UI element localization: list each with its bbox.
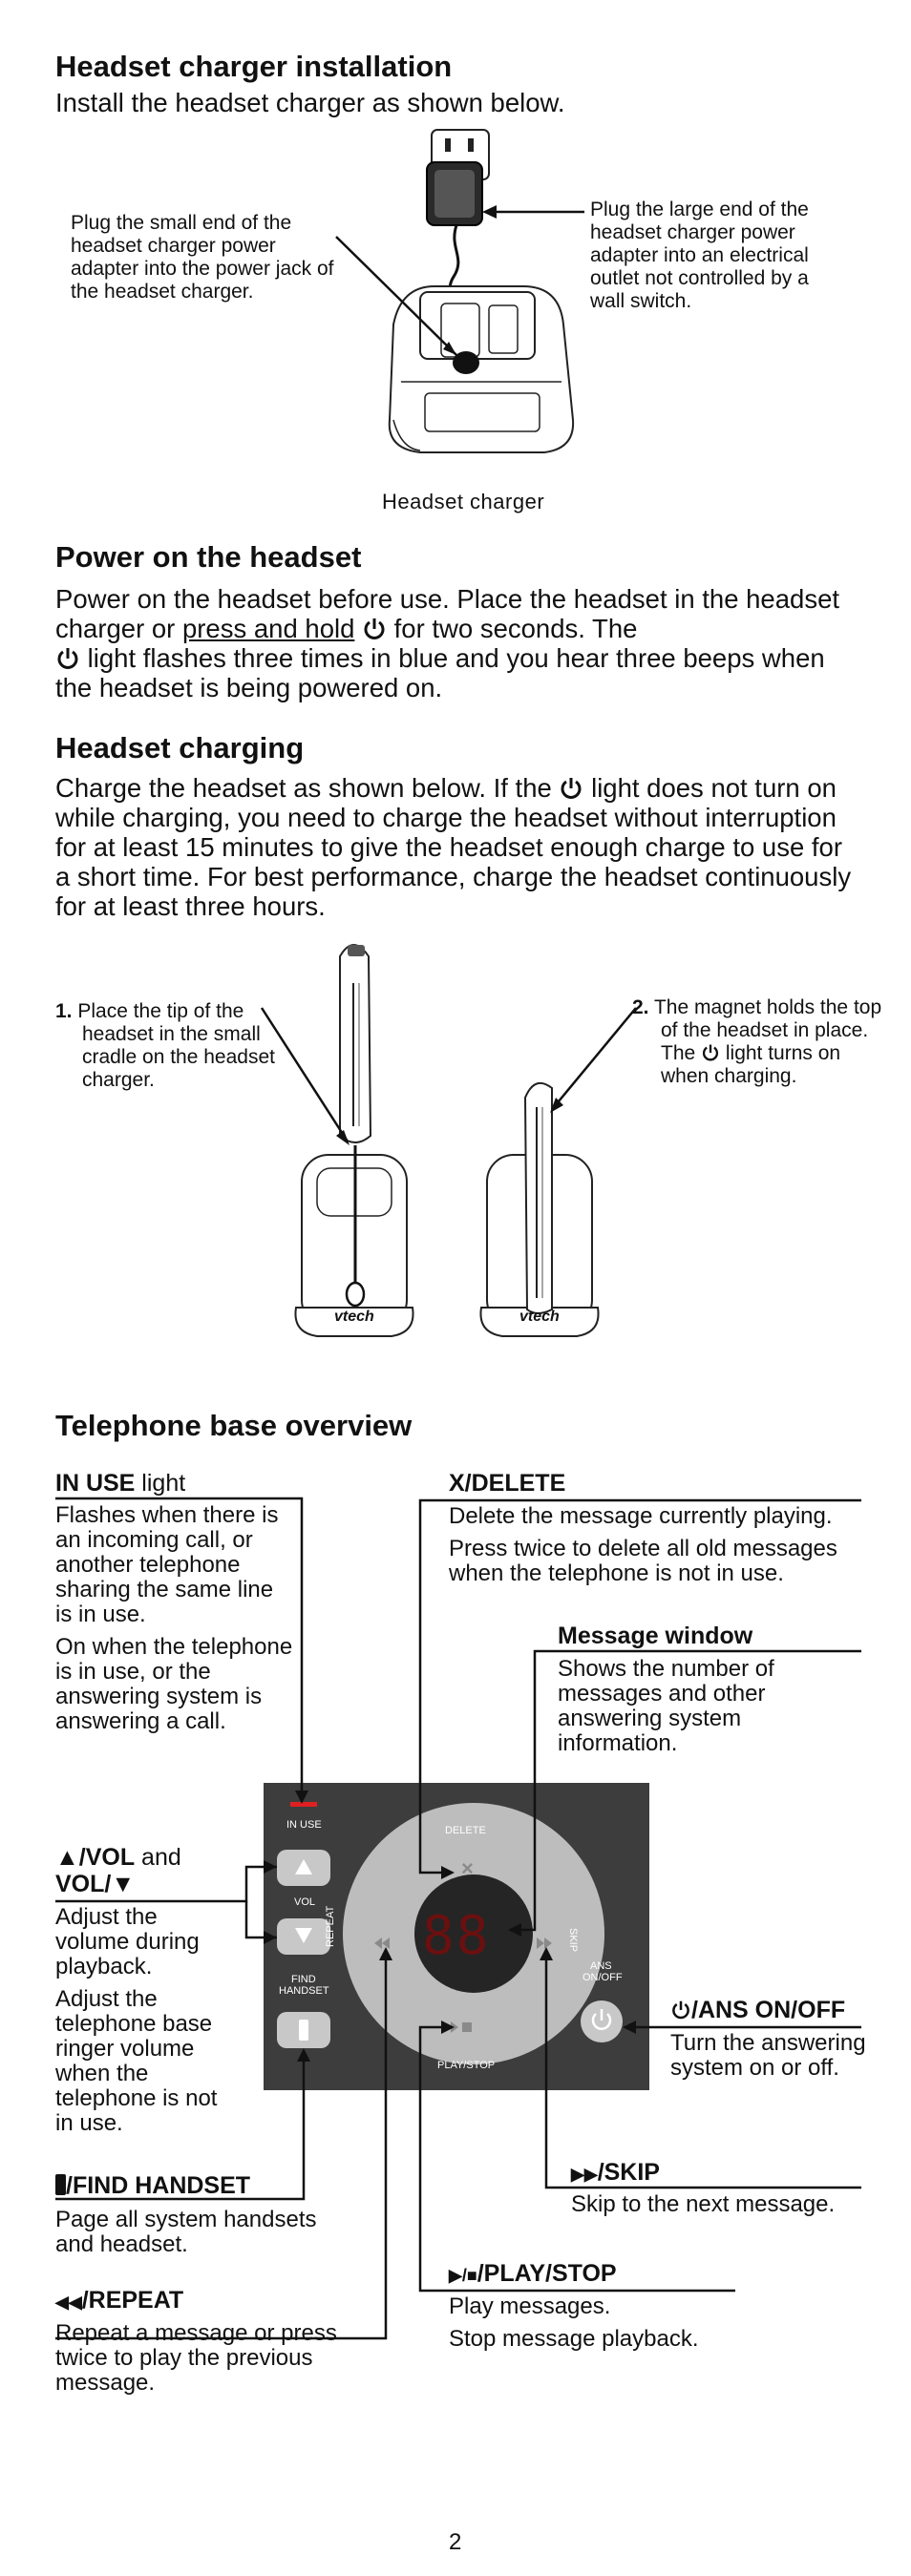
telephone-base-illustration: × <box>55 1497 861 2340</box>
power-on-text-c: light flashes three times in blue and yo… <box>55 643 825 702</box>
ans-onoff-title: /ANS ON/OFF <box>670 1997 845 2023</box>
power-icon <box>702 1044 719 1061</box>
power-icon <box>57 648 78 669</box>
press-and-hold-text: press and hold <box>181 614 355 643</box>
charging-text-a: Charge the headset as shown below. If th… <box>55 773 560 803</box>
message-window-p1: Shows the number of messages and other a… <box>558 1656 774 1756</box>
delete-title: X/DELETE <box>449 1470 566 1497</box>
repeat-title-text: /REPEAT <box>81 2287 184 2314</box>
step-2-text-b: light turns on when charging. <box>661 1042 841 1087</box>
in-use-title-bold: IN USE <box>55 1470 136 1497</box>
power-icon <box>672 2000 689 2020</box>
ans-onoff-p1: Turn the answering system on or off. <box>670 2030 866 2081</box>
ans-onoff-description: Turn the answering system on or off. <box>670 2031 871 2088</box>
delete-p2: Press twice to delete all old messages w… <box>449 1536 837 1586</box>
play-stop-p2: Stop message playback. <box>449 2326 699 2352</box>
find-handset-description: Page all system handsets and headset. <box>55 2208 342 2265</box>
play-stop-title-text: /PLAY/STOP <box>477 2260 617 2287</box>
step-1-number: 1. <box>55 1000 73 1022</box>
power-on-text: Power on the headset before use. Place t… <box>55 584 858 702</box>
charging-text-b: light does not turn on while charging, y… <box>55 773 852 921</box>
in-use-p2: On when the telephone is in use, or the … <box>55 1634 293 1734</box>
step-2-text-a: The magnet holds the top of the headset … <box>653 996 882 1064</box>
message-window-description: Shows the number of messages and other a… <box>558 1657 844 1764</box>
base-label-handset: HANDSET <box>279 1985 329 1997</box>
in-use-description: Flashes when there is an incoming call, … <box>55 1503 294 1742</box>
fast-forward-icon: ▶▶ <box>571 2165 598 2184</box>
vtech-logo-left: vtech <box>334 1309 374 1325</box>
vol-title-a: /VOL <box>78 1844 136 1871</box>
find-handset-title: /FIND HANDSET <box>55 2172 250 2199</box>
rewind-icon: ◀◀ <box>55 2293 82 2312</box>
play-stop-title: ▶/■/PLAY/STOP <box>449 2260 617 2289</box>
find-handset-title-text: /FIND HANDSET <box>66 2172 251 2199</box>
base-label-ans: ANS <box>590 1960 612 1972</box>
charger-installation-illustration <box>335 129 584 453</box>
section-heading-charger-installation: Headset charger installation <box>55 50 453 83</box>
find-handset-p1: Page all system handsets and headset. <box>55 2207 317 2257</box>
charger-intro-text: Install the headset charger as shown bel… <box>55 88 565 117</box>
charger-callout-left: Plug the small end of the headset charge… <box>71 212 334 303</box>
skip-p1: Skip to the next message. <box>571 2191 836 2217</box>
ans-onoff-title-text: /ANS ON/OFF <box>691 1997 846 2023</box>
message-window-display: 88 <box>422 1905 491 1967</box>
down-triangle-icon: ▼ <box>111 1871 136 1897</box>
section-heading-base-overview: Telephone base overview <box>55 1409 413 1442</box>
up-triangle-icon: ▲ <box>55 1844 79 1871</box>
skip-title: ▶▶/SKIP <box>571 2159 660 2188</box>
skip-title-text: /SKIP <box>597 2159 660 2186</box>
section-heading-headset-charging: Headset charging <box>55 731 305 764</box>
charging-step-2: 2. The magnet holds the top of the heads… <box>632 996 890 1088</box>
in-use-title-suffix: light <box>135 1470 186 1497</box>
repeat-p1: Repeat a message or press twice to play … <box>55 2320 337 2396</box>
power-icon <box>364 618 385 639</box>
step-2-number: 2. <box>632 996 649 1018</box>
base-label-vol: VOL <box>294 1896 316 1908</box>
power-on-text-b: for two seconds. The <box>387 614 638 643</box>
base-label-delete: DELETE <box>445 1825 486 1836</box>
charger-callout-right: Plug the large end of the headset charge… <box>590 199 809 312</box>
charging-text: Charge the headset as shown below. If th… <box>55 773 858 921</box>
base-label-playstop: PLAY/STOP <box>437 2060 496 2071</box>
play-stop-p1: Play messages. <box>449 2293 611 2319</box>
step-1-text: Place the tip of the headset in the smal… <box>77 1000 275 1091</box>
message-window-title: Message window <box>558 1623 753 1649</box>
power-icon <box>561 778 582 799</box>
in-use-p1: Flashes when there is an incoming call, … <box>55 1502 279 1627</box>
handset-icon <box>55 2174 66 2195</box>
repeat-title: ◀◀/REPEAT <box>55 2287 183 2315</box>
section-heading-power-on: Power on the headset <box>55 540 362 574</box>
base-label-onoff: ON/OFF <box>583 1972 623 1983</box>
headset-charging-illustration <box>260 944 637 1337</box>
base-label-skip: SKIP <box>567 1928 579 1953</box>
delete-p1: Delete the message currently playing. <box>449 1503 833 1529</box>
power-on-text-a: Power on the headset before use. Place t… <box>55 584 839 643</box>
base-label-find: FIND <box>291 1974 316 1985</box>
base-label-repeat: REPEAT <box>325 1905 336 1947</box>
vtech-logo-right: vtech <box>519 1309 560 1325</box>
in-use-title: IN USE light <box>55 1470 185 1497</box>
page-number: 2 <box>449 2529 462 2555</box>
vol-p2: Adjust the telephone base ringer volume … <box>55 1986 218 2136</box>
play-stop-icon: ▶/■ <box>449 2266 477 2285</box>
vol-description: Adjust the volume during playback. Adjus… <box>55 1905 237 2144</box>
skip-description: Skip to the next message. <box>571 2192 867 2225</box>
vol-title-b: VOL/ <box>55 1871 112 1897</box>
delete-description: Delete the message currently playing. Pr… <box>449 1504 865 1594</box>
play-stop-description: Play messages. Stop message playback. <box>449 2294 745 2359</box>
charging-step-1: 1. Place the tip of the headset in the s… <box>55 1000 292 1092</box>
svg-text:×: × <box>461 1856 474 1880</box>
vol-title-and: and <box>135 1844 181 1871</box>
vol-title: ▲/VOL and VOL/▼ <box>55 1844 181 1897</box>
repeat-description: Repeat a message or press twice to play … <box>55 2321 351 2403</box>
charger-caption: Headset charger <box>382 490 545 513</box>
vol-p1: Adjust the volume during playback. <box>55 1904 200 1979</box>
base-label-in-use: IN USE <box>286 1819 322 1831</box>
